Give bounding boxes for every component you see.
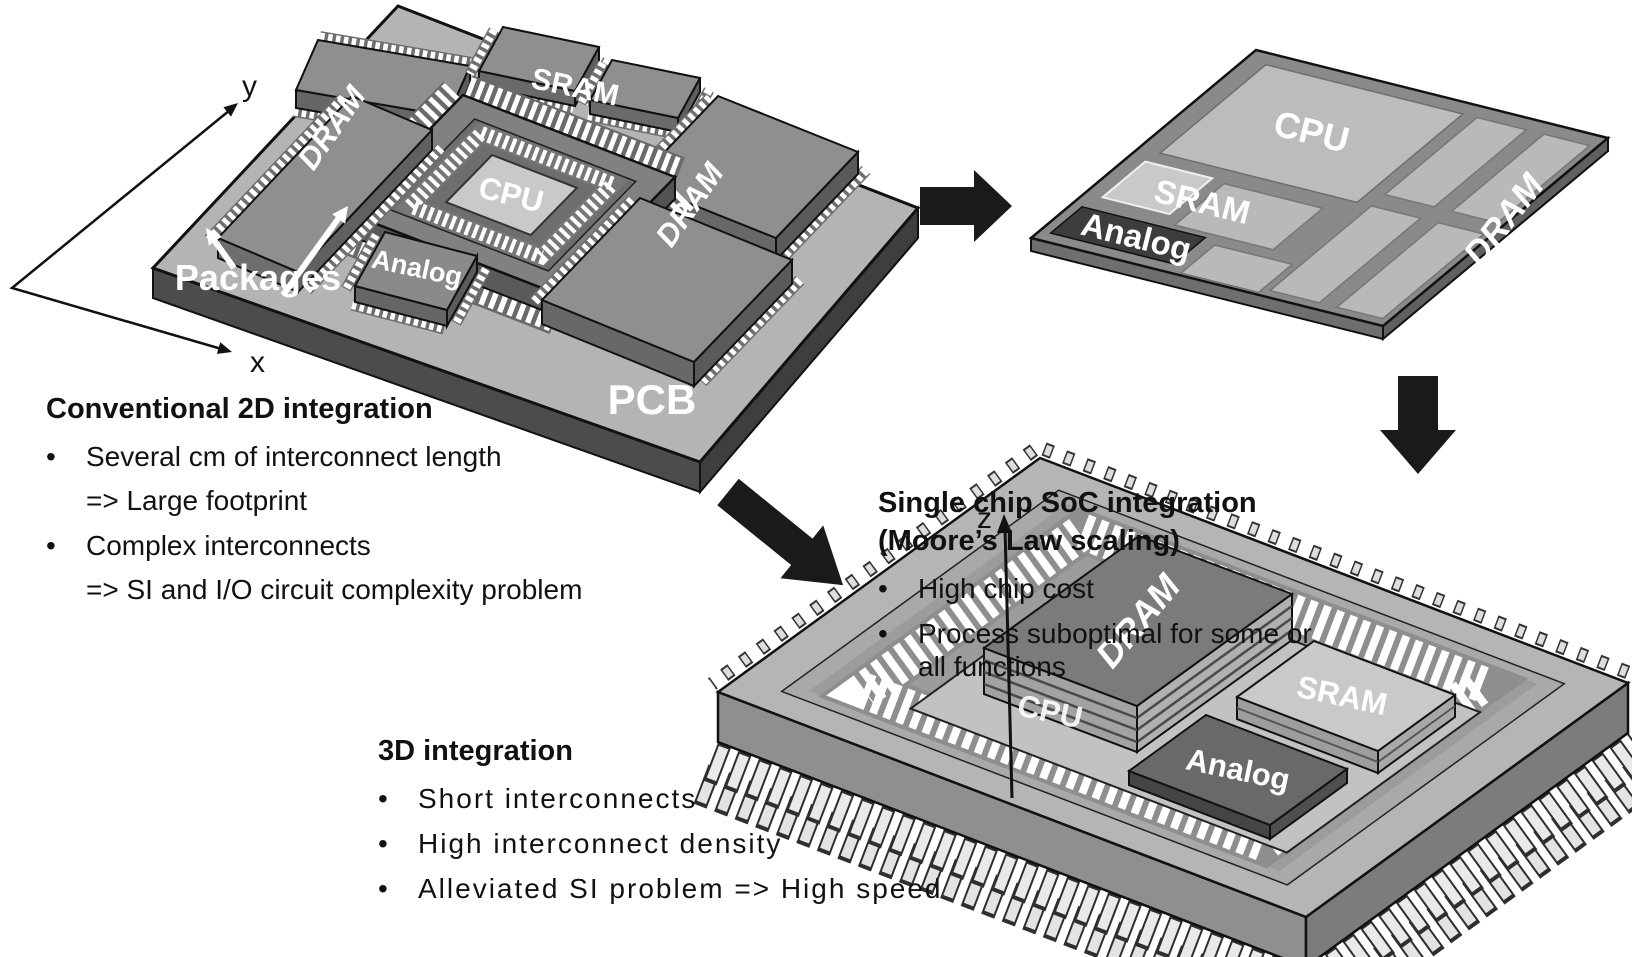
packages-annotation: Packages — [175, 206, 348, 298]
soc-bullet-2: •Process suboptimal for some or all func… — [878, 618, 1312, 682]
soc-title-line2: (Moore’s Law scaling) — [878, 525, 1180, 557]
soc-view: CPU SRAM Analog DRAM — [1028, 48, 1611, 342]
conv2d-bullet-1: •Several cm of interconnect length — [46, 441, 502, 472]
z-axis: z — [977, 502, 1014, 799]
pin-rows — [693, 732, 1632, 957]
soc-sram-block-1 — [1100, 160, 1215, 216]
package-dram-right-upper — [623, 93, 871, 263]
arrow-diagonal-icon — [717, 478, 844, 586]
conv2d-bullet-2-sub: => SI and I/O circuit complexity problem — [86, 574, 583, 605]
threed-title: 3D integration — [378, 735, 573, 767]
soc-dram-block-3 — [1268, 205, 1423, 304]
dram-top-face — [981, 534, 1295, 708]
soc-integration-text: Single chip SoC integration (Moore’s Law… — [878, 484, 1348, 683]
package-dram-left — [204, 93, 446, 295]
threed-bullet-2: •High interconnect density — [378, 828, 783, 859]
dram-stack: DRAM — [981, 534, 1295, 754]
soc-analog-strip — [1048, 205, 1207, 265]
x-axis-label: x — [250, 346, 265, 379]
z-axis-label: z — [977, 502, 992, 535]
soc-dram-block-2 — [1450, 133, 1592, 224]
soc-bullet-1: •High chip cost — [878, 573, 1094, 604]
arrow-right-icon — [920, 170, 1012, 242]
xy-axes: y x — [9, 70, 265, 379]
pcb-view: y x — [9, 4, 921, 495]
cpu-die — [444, 153, 579, 237]
threed-bullet-3: •Alleviated SI problem => High speed — [378, 873, 943, 904]
soc-sram-block-2 — [1172, 182, 1325, 251]
package-dram-right-lower — [529, 195, 805, 389]
x-axis-arrowhead — [216, 342, 232, 354]
soc-cpu-block — [1158, 63, 1465, 204]
conv2d-title: Conventional 2D integration — [46, 393, 433, 425]
arrow-down-icon — [1380, 376, 1456, 474]
packages-label: Packages — [175, 257, 341, 298]
conv2d-bullet-1-sub: => Large footprint — [86, 485, 308, 516]
conv2d-bullet-2: •Complex interconnects — [46, 530, 371, 561]
pcb-label: PCB — [608, 376, 697, 423]
soc-title-line1: Single chip SoC integration — [878, 487, 1257, 519]
soc-dram-block-1 — [1383, 116, 1528, 208]
analog-chip: Analog — [1126, 713, 1350, 841]
package-analog: Analog — [341, 230, 491, 335]
stack-view: DRAM SRAM Analog CPU z — [693, 442, 1632, 957]
soc-bottom-block — [1179, 244, 1294, 294]
y-axis-label: y — [242, 70, 257, 103]
y-axis-arrowhead — [223, 103, 238, 117]
soc-dram-block-4 — [1335, 221, 1486, 320]
threed-integration-text: 3D integration •Short interconnects •Hig… — [378, 732, 1018, 905]
conventional-2d-text: Conventional 2D integration •Several cm … — [46, 390, 666, 606]
sram-chip: SRAM — [1234, 639, 1458, 775]
threed-bullet-1: •Short interconnects — [378, 783, 698, 814]
z-axis-arrowhead — [997, 514, 1012, 533]
